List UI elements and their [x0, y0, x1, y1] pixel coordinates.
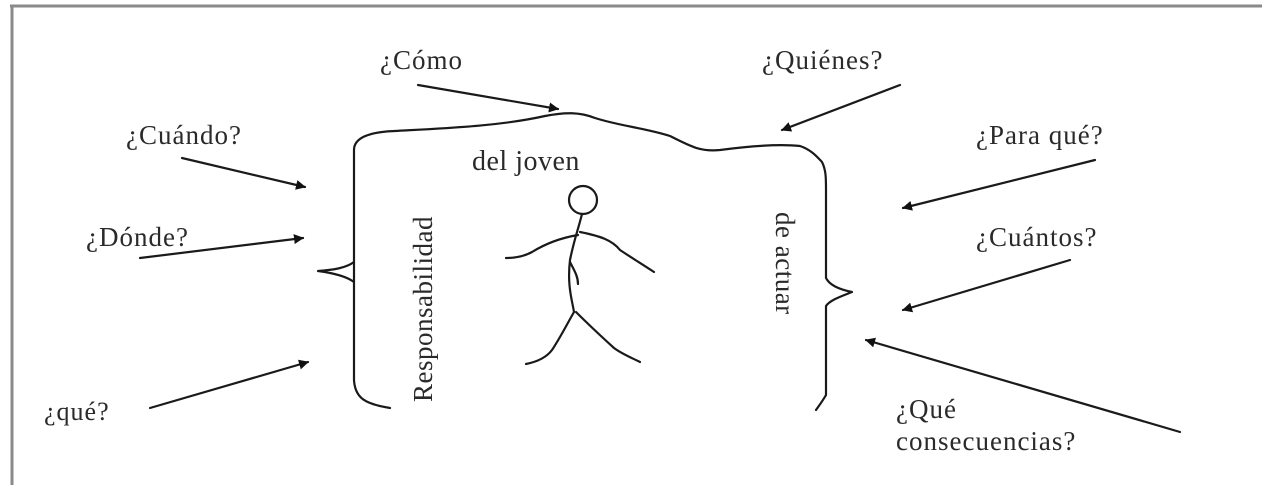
central-enclosure	[352, 112, 854, 412]
label-consecuencias-line2: consecuencias?	[896, 426, 1076, 456]
label-consecuencias-line1: ¿Qué	[896, 394, 957, 424]
label-para-que: ¿Para qué?	[976, 120, 1104, 150]
arrow-consecuencias	[864, 337, 1182, 434]
arrow-como	[416, 83, 560, 113]
label-donde: ¿Dónde?	[86, 222, 189, 252]
label-cuando: ¿Cuándo?	[126, 120, 242, 150]
left-brace-bump	[316, 260, 356, 284]
arrow-que	[148, 359, 310, 410]
label-de-actuar: de actuar	[770, 212, 800, 315]
arrow-para-que	[901, 158, 1097, 211]
label-que: ¿qué?	[44, 397, 110, 426]
label-responsabilidad: Responsabilidad	[408, 216, 438, 402]
arrow-cuando	[180, 156, 307, 190]
label-del-joven: del joven	[472, 146, 580, 177]
label-quienes: ¿Quiénes?	[762, 45, 883, 75]
stick-figure	[504, 184, 656, 366]
arrows	[138, 83, 1182, 434]
label-cuantos: ¿Cuántos?	[976, 222, 1097, 252]
label-como: ¿Cómo	[380, 45, 463, 75]
arrow-donde	[138, 234, 305, 260]
arrow-quienes	[780, 83, 902, 132]
arrow-cuantos	[901, 258, 1072, 313]
